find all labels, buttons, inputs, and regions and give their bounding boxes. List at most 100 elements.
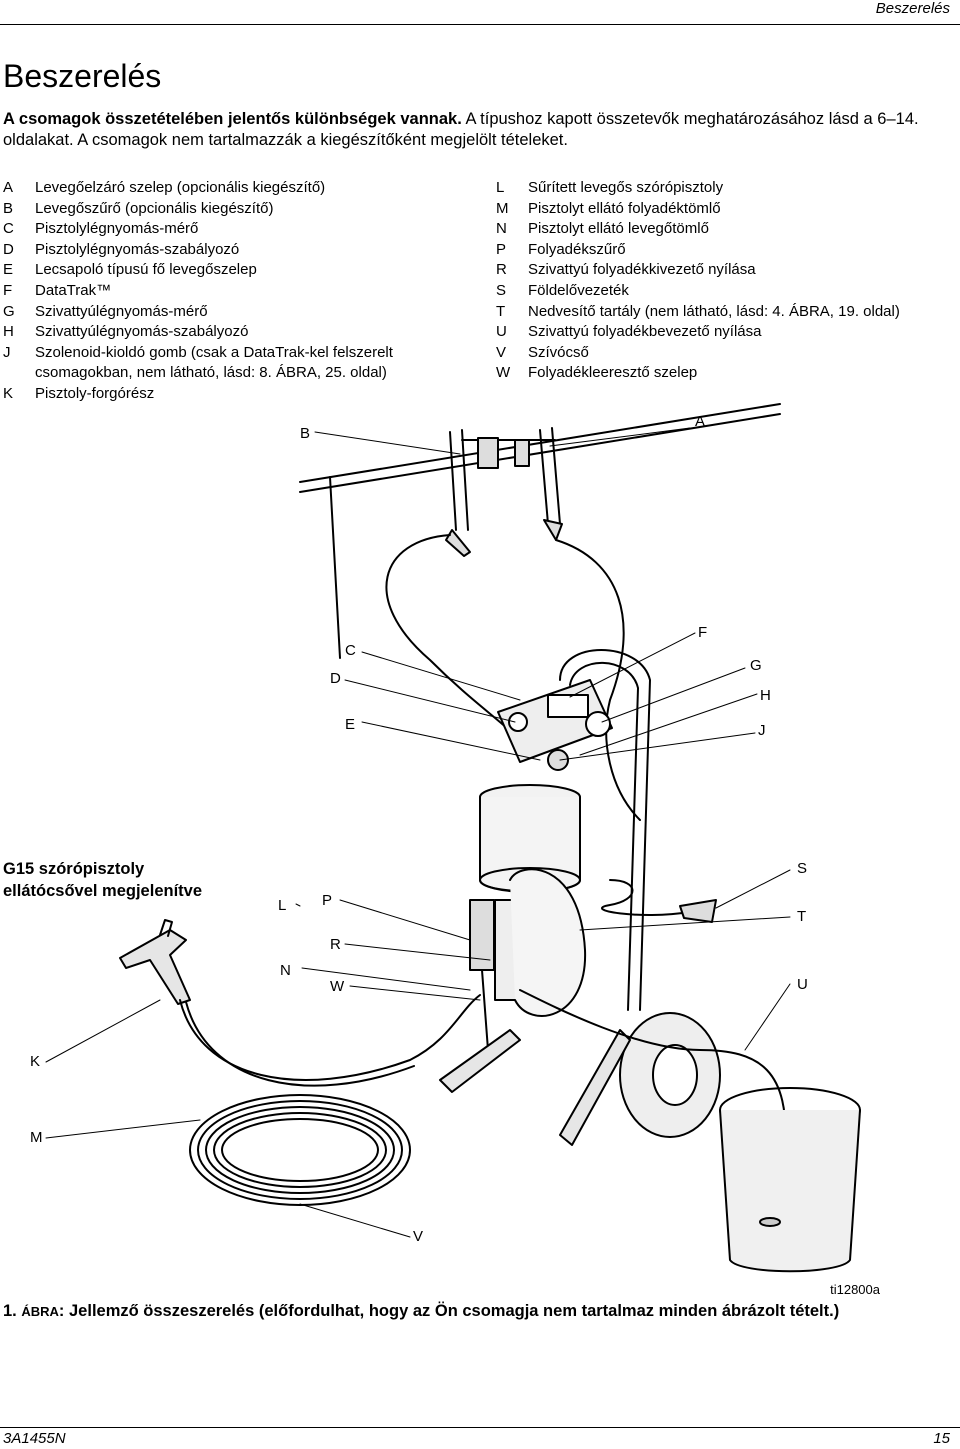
legend-text: Nedvesítő tartály (nem látható, lásd: 4.…	[528, 302, 900, 320]
legend-letter: L	[496, 179, 505, 196]
legend-letter: K	[3, 384, 14, 402]
callout-E: E	[345, 716, 356, 733]
legend-item: C Pisztolylégnyomás-mérő	[3, 219, 473, 240]
legend-item: E Lecsapoló típusú fő levegőszelep	[3, 260, 473, 281]
callout-R: R	[330, 936, 341, 953]
legend-letter: B	[3, 199, 14, 217]
legend-item: D Pisztolylégnyomás-szabályozó	[3, 240, 473, 261]
legend-text: Lecsapoló típusú fő levegőszelep	[35, 261, 257, 279]
legend-text: DataTrak™	[35, 281, 112, 299]
legend-letter: S	[496, 281, 507, 299]
legend-letter: A	[3, 179, 14, 196]
legend-item: G Szivattyúlégnyomás-mérő	[3, 302, 473, 323]
legend-text: Pisztoly-forgórész	[35, 384, 155, 402]
legend-text: Pisztolylégnyomás-szabályozó	[35, 240, 240, 258]
legend-item: T Nedvesítő tartály (nem látható, lásd: 4…	[496, 302, 956, 323]
legend-letter: F	[3, 281, 13, 299]
legend-letter: M	[496, 199, 509, 217]
legend-text: Szolenoid-kioldó gomb (csak a DataTrak-k…	[35, 343, 393, 382]
intro-bold: A csomagok összetételében jelentős külön…	[3, 110, 462, 128]
legend-text: Földelővezeték	[528, 281, 629, 299]
figure-note-line2: ellátócsővel megjelenítve	[3, 882, 203, 900]
legend-letter: T	[496, 302, 506, 320]
legend-item: L Sűrített levegős szórópisztoly	[496, 178, 956, 199]
header-rule	[0, 24, 960, 25]
legend-letter: N	[496, 220, 507, 238]
legend-text: Szívócső	[528, 343, 589, 361]
callout-T: T	[797, 908, 807, 925]
callout-S: S	[797, 860, 808, 877]
footer-page-number: 15	[933, 1430, 950, 1447]
callout-H: H	[760, 687, 771, 704]
footer-doc-id: 3A1455N	[3, 1430, 66, 1447]
legend-letter: R	[496, 261, 507, 279]
callout-V: V	[413, 1228, 424, 1245]
callout-W: W	[330, 978, 345, 995]
figure-note-line1: G15 szórópisztoly	[3, 860, 145, 878]
legend-text: Szivattyúlégnyomás-mérő	[35, 302, 208, 320]
legend-letter: D	[3, 240, 14, 258]
legend-letter: H	[3, 323, 14, 341]
intro-paragraph: A csomagok összetételében jelentős külön…	[3, 109, 953, 151]
figure-note: G15 szórópisztoly ellátócsővel megjelení…	[3, 858, 202, 902]
legend-text: Pisztolyt ellátó folyadéktömlő	[528, 199, 721, 217]
footer-rule	[0, 1427, 960, 1428]
page-title: Beszerelés	[3, 58, 162, 94]
legend-letter: P	[496, 240, 507, 258]
callout-N: N	[280, 962, 291, 979]
cart-frame	[559, 649, 651, 1011]
legend-item: B Levegőszűrő (opcionális kiegészítő)	[3, 199, 473, 220]
legend-item: S Földelővezeték	[496, 281, 956, 302]
legend-text: Pisztolylégnyomás-mérő	[35, 220, 199, 238]
callout-P: P	[322, 892, 333, 909]
legend-text: Szivattyú folyadékbevezető nyílása	[528, 323, 762, 341]
callout-G: G	[750, 657, 762, 674]
callout-K: K	[30, 1053, 41, 1070]
legend-letter: U	[496, 323, 507, 341]
legend-text: Szivattyúlégnyomás-szabályozó	[35, 323, 249, 341]
callout-U: U	[797, 976, 808, 993]
fluid-hose	[179, 994, 481, 1081]
callout-L: L	[278, 897, 287, 914]
ground-wire	[601, 879, 691, 916]
intro-text: A típushoz kapott összetevők meghatározá…	[3, 110, 919, 149]
callout-D: D	[330, 670, 341, 687]
legend-item: M Pisztolyt ellátó folyadéktömlő	[496, 199, 956, 220]
legend-text: Pisztolyt ellátó levegőtömlő	[528, 220, 709, 238]
hose-coil	[189, 1094, 411, 1206]
legend-letter: J	[3, 343, 11, 361]
legend-text: Sűrített levegős szórópisztoly	[528, 179, 724, 196]
caption-abra: ÁBRA	[21, 1304, 59, 1319]
legend-text: Folyadékszűrő	[528, 240, 626, 258]
callout-F: F	[698, 624, 708, 641]
callout-J: J	[758, 722, 766, 739]
air-drop	[449, 429, 469, 531]
legend-text: Szivattyú folyadékkivezető nyílása	[528, 261, 756, 279]
legend-letter: V	[496, 343, 507, 361]
legend-text: Folyadékleeresztő szelep	[528, 364, 698, 382]
legend-letter: E	[3, 261, 14, 279]
callout-C: C	[345, 642, 356, 659]
air-hose	[385, 534, 521, 741]
callout-B: B	[300, 425, 311, 442]
callout-A: A	[695, 413, 706, 430]
legend-letter: C	[3, 220, 14, 238]
legend-item: K Pisztoly-forgórész	[3, 384, 473, 405]
legend-item: U Szivattyú folyadékbevezető nyílása	[496, 322, 956, 343]
installation-figure	[45, 403, 861, 1273]
callout-M: M	[30, 1129, 43, 1146]
bucket	[719, 1109, 861, 1273]
legend-item: W Folyadékleeresztő szelep	[496, 363, 956, 384]
rear-wheel	[509, 868, 587, 1017]
legend-letter: G	[3, 302, 15, 320]
legend-item: F DataTrak™	[3, 281, 473, 302]
legend-item: N Pisztolyt ellátó levegőtömlő	[496, 219, 956, 240]
legend-item: P Folyadékszűrő	[496, 240, 956, 261]
legend-text: Levegőszűrő (opcionális kiegészítő)	[35, 199, 274, 217]
legend-letter: W	[496, 364, 511, 382]
suction-hose	[519, 989, 787, 1221]
legend-item: H Szivattyúlégnyomás-szabályozó	[3, 322, 473, 343]
